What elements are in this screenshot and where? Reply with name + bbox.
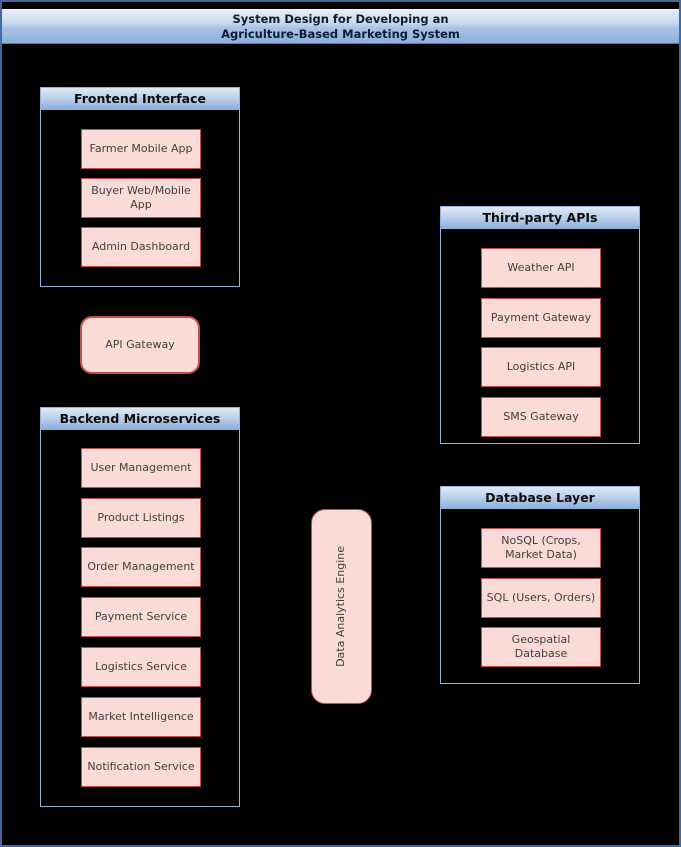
node-market-intelligence: Market Intelligence bbox=[81, 697, 201, 737]
group-header-third-party-apis: Third-party APIs bbox=[441, 207, 639, 229]
node-label: Logistics Service bbox=[95, 659, 187, 673]
node-buyer-web-mobile-app: Buyer Web/Mobile App bbox=[81, 178, 201, 218]
group-backend-microservices: Backend Microservices User Management Pr… bbox=[40, 407, 240, 807]
group-header-backend-microservices: Backend Microservices bbox=[41, 408, 239, 430]
node-logistics-service: Logistics Service bbox=[81, 647, 201, 687]
node-geospatial-database: Geospatial Database bbox=[481, 627, 601, 667]
node-logistics-api: Logistics API bbox=[481, 347, 601, 387]
diagram-title-line2: Agriculture-Based Marketing System bbox=[221, 26, 460, 41]
node-order-management: Order Management bbox=[81, 547, 201, 587]
node-label: Data Analytics Engine bbox=[334, 546, 348, 667]
group-frontend-interface: Frontend Interface Farmer Mobile App Buy… bbox=[40, 87, 240, 287]
node-farmer-mobile-app: Farmer Mobile App bbox=[81, 129, 201, 169]
node-label: Payment Gateway bbox=[490, 310, 592, 324]
node-label: Notification Service bbox=[87, 759, 195, 773]
node-label: Buyer Web/Mobile App bbox=[91, 183, 191, 211]
node-label: Geospatial Database bbox=[511, 632, 571, 660]
node-label: Payment Service bbox=[94, 609, 188, 623]
node-label: SQL (Users, Orders) bbox=[486, 590, 596, 604]
group-header-frontend-interface: Frontend Interface bbox=[41, 88, 239, 110]
node-label: Logistics API bbox=[506, 359, 576, 373]
node-payment-gateway: Payment Gateway bbox=[481, 298, 601, 338]
node-label: NoSQL (Crops, Market Data) bbox=[501, 533, 581, 561]
node-weather-api: Weather API bbox=[481, 248, 601, 288]
node-notification-service: Notification Service bbox=[81, 747, 201, 787]
group-database-layer: Database Layer NoSQL (Crops, Market Data… bbox=[440, 486, 640, 684]
node-product-listings: Product Listings bbox=[81, 498, 201, 538]
node-label: Farmer Mobile App bbox=[89, 141, 193, 155]
node-label: API Gateway bbox=[105, 337, 175, 351]
node-label: Order Management bbox=[87, 559, 195, 573]
diagram-title-bar: System Design for Developing an Agricult… bbox=[2, 9, 679, 44]
node-nosql-database: NoSQL (Crops, Market Data) bbox=[481, 528, 601, 568]
group-third-party-apis: Third-party APIs Weather API Payment Gat… bbox=[440, 206, 640, 444]
node-label: SMS Gateway bbox=[503, 409, 579, 423]
node-label: Market Intelligence bbox=[88, 709, 194, 723]
diagram-title-line1: System Design for Developing an bbox=[232, 11, 449, 26]
node-payment-service: Payment Service bbox=[81, 597, 201, 637]
node-data-analytics-engine: Data Analytics Engine bbox=[311, 509, 372, 704]
node-sql-database: SQL (Users, Orders) bbox=[481, 578, 601, 618]
node-user-management: User Management bbox=[81, 448, 201, 488]
node-api-gateway: API Gateway bbox=[80, 316, 200, 374]
node-label: Weather API bbox=[507, 260, 575, 274]
node-sms-gateway: SMS Gateway bbox=[481, 397, 601, 437]
node-admin-dashboard: Admin Dashboard bbox=[81, 227, 201, 267]
group-header-database-layer: Database Layer bbox=[441, 487, 639, 509]
node-label: User Management bbox=[90, 460, 192, 474]
node-label: Admin Dashboard bbox=[91, 239, 191, 253]
node-label: Product Listings bbox=[97, 510, 185, 524]
